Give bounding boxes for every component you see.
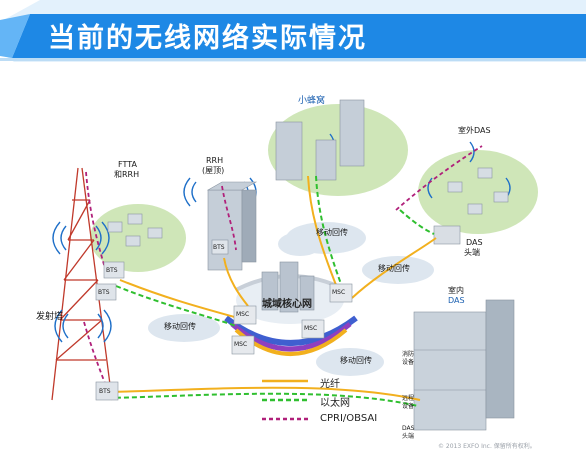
indoor-equipment-label-sub: 设备 xyxy=(402,359,415,366)
legend-lines xyxy=(262,379,308,421)
fiber-links xyxy=(109,175,437,401)
msc-label: MSC xyxy=(304,325,318,332)
remote-equipment-label: 远程 xyxy=(402,395,415,402)
small-cell-label: 小蜂窝 xyxy=(298,96,326,106)
legend-fiber-label: 光纤 xyxy=(320,379,340,390)
indoor-das-head-label-sub: 头端 xyxy=(402,433,415,440)
msc-label: MSC xyxy=(332,289,346,296)
das-head-box xyxy=(433,225,461,245)
metro-core-label: 城域核心网 xyxy=(262,299,312,310)
page-title: 当前的无线网络实际情况 xyxy=(48,23,367,54)
indoor-das-label-sub: DAS xyxy=(448,296,465,305)
legend-ethernet-label: 以太网 xyxy=(320,398,350,409)
mobile-backhaul-label: 移动回传 xyxy=(316,228,348,237)
mobile-backhaul-label: 移动回传 xyxy=(164,322,196,331)
remote-equipment-label-sub: 设备 xyxy=(402,403,415,410)
msc-label: MSC xyxy=(234,341,248,348)
rrh-building xyxy=(206,181,258,271)
copyright-footer: © 2013 EXFO Inc. 保留所有权利。 xyxy=(438,443,536,450)
clouds xyxy=(148,222,434,376)
indoor-equipment-label: 消防 xyxy=(402,351,415,358)
bts-label: BTS xyxy=(98,289,110,296)
transmit-tower-label: 发射塔 xyxy=(36,312,64,322)
ethernet-links xyxy=(107,175,435,407)
ftta-label-sub: 和RRH xyxy=(114,170,140,179)
mobile-backhaul-label: 移动回传 xyxy=(378,264,410,273)
indoor-das-building xyxy=(413,299,515,431)
bts-label: BTS xyxy=(106,267,118,274)
small-cell-buildings xyxy=(275,99,365,181)
title-banner xyxy=(0,0,586,62)
outdoor-das-label: 室外DAS xyxy=(458,126,491,135)
das-head-label: DAS xyxy=(466,238,483,247)
legend-cpri-label: CPRI/OBSAI xyxy=(320,413,378,424)
msc-boxes xyxy=(231,283,353,355)
houses xyxy=(107,167,509,247)
bts-label: BTS xyxy=(99,388,111,395)
indoor-das-head-label: DAS xyxy=(402,425,415,432)
rrh-label: RRH xyxy=(206,156,224,165)
mobile-backhaul-label: 移动回传 xyxy=(340,356,372,365)
bts-boxes xyxy=(95,239,229,401)
msc-label: MSC xyxy=(236,311,250,318)
ftta-label: FTTA xyxy=(118,160,137,169)
das-head-label-sub: 头端 xyxy=(464,248,480,257)
metro-core-buildings xyxy=(261,261,315,313)
bts-label: BTS xyxy=(213,244,225,251)
indoor-das-label: 室内 xyxy=(448,286,464,295)
rrh-label-sub: (屋顶) xyxy=(202,166,225,175)
